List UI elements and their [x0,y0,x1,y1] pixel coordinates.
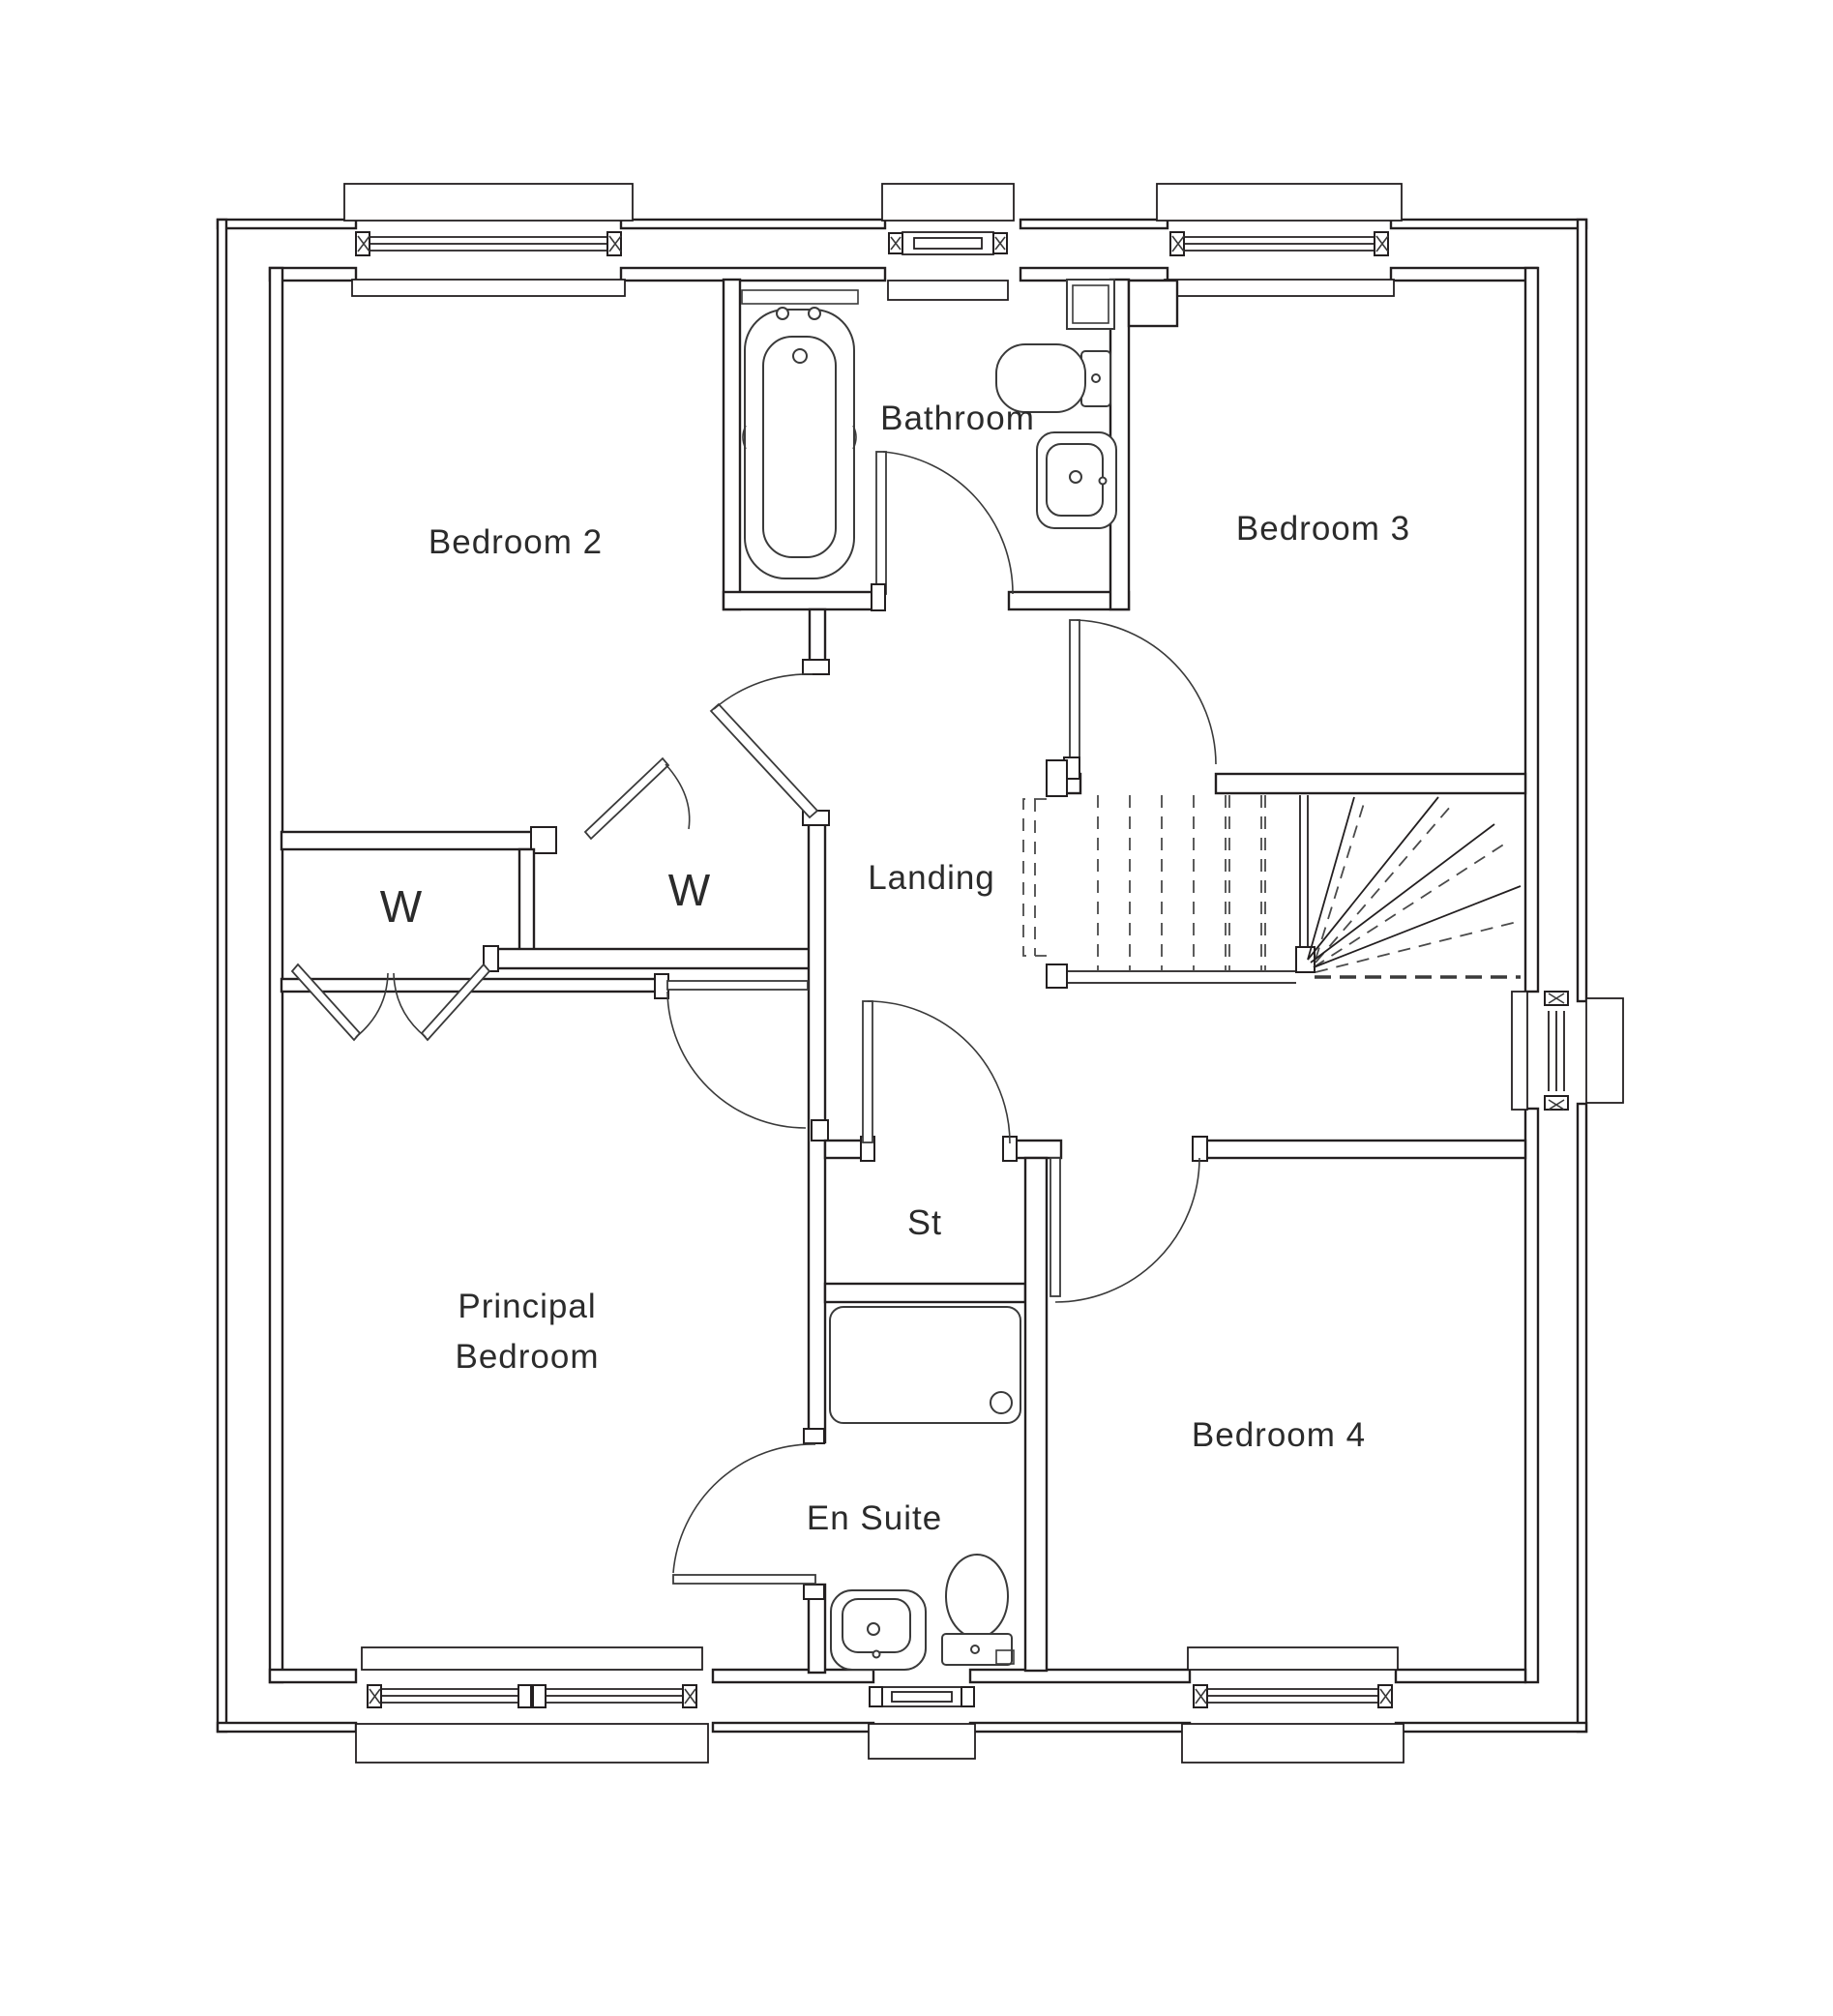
room-labels: Bedroom 2 Bathroom Bedroom 3 W W Landing… [380,400,1410,1537]
window-top-middle [881,183,1015,301]
internal-walls [280,278,1527,1675]
shower-drain-icon [990,1391,1013,1414]
window-bedroom3 [1156,183,1403,297]
label-landing: Landing [868,859,995,897]
door-principal-bedroom [666,980,809,1129]
door-bedroom3 [1063,619,1217,780]
ensuite-basin-icon [830,1589,927,1671]
label-principal-line1: Principal [458,1288,596,1325]
basin-tap-icon [867,1622,880,1636]
staircase-icon [1022,759,1522,989]
label-principal-line2: Bedroom [455,1338,599,1376]
bath-handle-icon [742,425,857,450]
door-bedroom4 [1050,1157,1200,1303]
label-ensuite: En Suite [807,1499,942,1537]
label-bedroom2: Bedroom 2 [429,523,603,561]
door-bedroom2 [709,673,819,819]
door-ensuite [672,1443,816,1585]
label-st: St [907,1202,942,1242]
bifold-door-wardrobe-right [583,756,691,841]
label-bathroom: Bathroom [880,400,1035,437]
bath-tap-icon [776,307,789,320]
window-bedroom2 [343,183,634,297]
bath-plug-icon [792,348,808,364]
bifold-door-wardrobe-left [290,963,491,1042]
window-bedroom4 [1181,1646,1404,1764]
window-principal-bedroom [355,1646,709,1764]
label-bedroom4: Bedroom 4 [1192,1416,1366,1454]
label-wardrobe-right: W [668,865,711,915]
bath-tap-icon [808,307,821,320]
label-bedroom3: Bedroom 3 [1236,510,1410,548]
label-wardrobe-left: W [380,881,423,932]
external-walls [216,218,1588,1734]
door-bathroom [871,451,1014,611]
door-st-cupboard [862,1000,1011,1144]
toilet-icon [995,343,1111,413]
ensuite-toilet-icon [941,1554,1015,1666]
basin-icon [1036,431,1117,529]
window-ensuite [868,1686,976,1760]
basin-tap-icon [1069,470,1082,484]
window-stairwell [1511,991,1624,1111]
shower-tray-icon [829,1306,1021,1424]
duct-boxing-icon [1066,279,1115,330]
bath-icon [741,289,859,579]
